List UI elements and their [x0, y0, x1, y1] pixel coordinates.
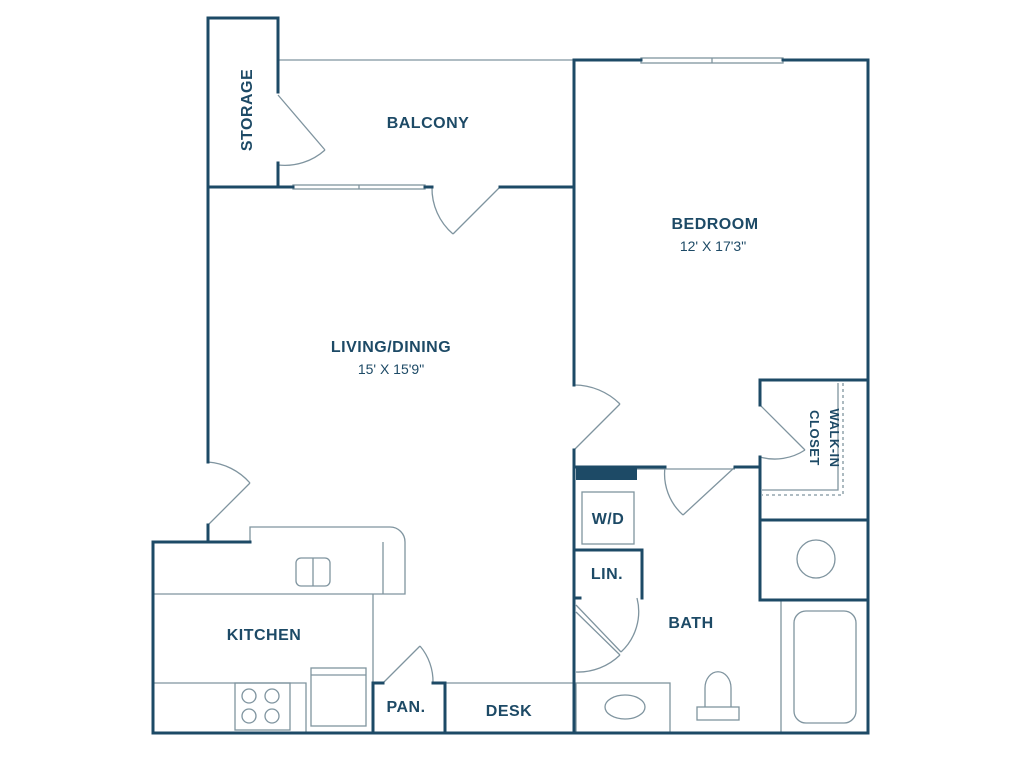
living-dining-dimensions: 15' X 15'9": [358, 361, 424, 377]
pantry-door: [382, 645, 434, 684]
entry-door: [207, 461, 251, 526]
bedroom-label: BEDROOM: [671, 216, 758, 233]
wd-label: W/D: [592, 511, 625, 528]
desk-label: DESK: [486, 703, 532, 720]
kitchen-island: [153, 526, 406, 595]
washer-dryer: [581, 491, 635, 545]
storage-label: STORAGE: [239, 69, 256, 151]
fixtures: [153, 57, 857, 734]
storage-door: [277, 94, 326, 167]
bath-side-door: [575, 611, 621, 673]
bedroom-door: [573, 384, 621, 451]
bedroom-dimensions: 12' X 17'3": [680, 238, 746, 254]
bath-vanity: [575, 682, 671, 734]
bath-door: [663, 466, 736, 516]
walls: [151, 16, 870, 735]
kitchen-label: KITCHEN: [227, 627, 302, 644]
stove-icon: [234, 682, 291, 731]
pantry-label: PAN.: [386, 699, 425, 716]
linen-label: LIN.: [591, 566, 623, 583]
water-heater-icon: [796, 539, 836, 579]
linen-door: [575, 597, 640, 653]
bath-label: BATH: [668, 615, 713, 632]
living-dining-label: LIVING/DINING: [331, 339, 451, 356]
toilet-icon: [704, 671, 732, 707]
balcony-label: BALCONY: [387, 115, 470, 132]
sink-icon: [604, 694, 646, 720]
wall-block: [576, 466, 637, 480]
balcony-door: [431, 186, 501, 235]
refrigerator-icon: [310, 667, 367, 727]
closet-shelf: [762, 383, 844, 496]
closet-door: [759, 404, 806, 460]
walk-in-closet-label-2: CLOSET: [807, 410, 822, 466]
bathtub-icon: [793, 610, 857, 724]
walk-in-closet-label-1: WALK-IN: [827, 408, 842, 467]
